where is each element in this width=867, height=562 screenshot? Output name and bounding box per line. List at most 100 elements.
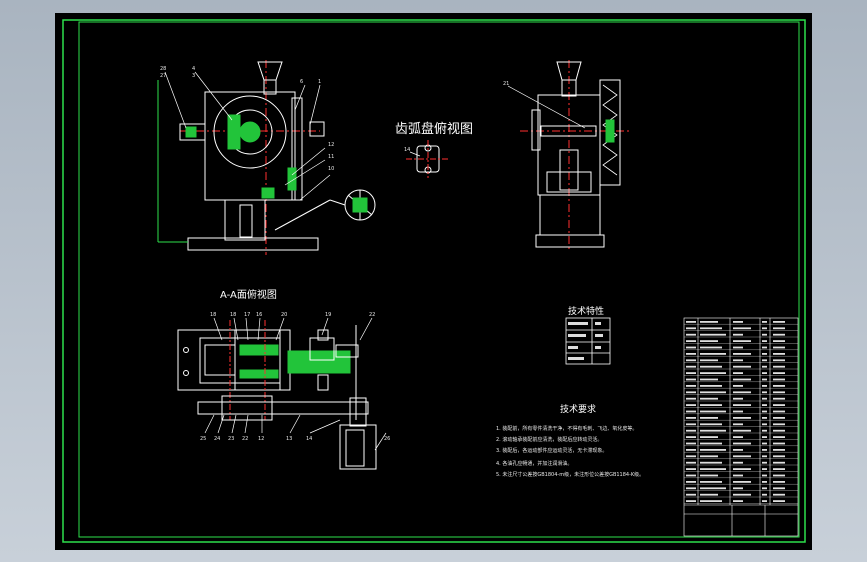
parts-row-scribble bbox=[733, 346, 743, 349]
parts-row-scribble bbox=[773, 436, 785, 438]
front-leaders bbox=[164, 71, 331, 201]
parts-row-scribble bbox=[733, 333, 743, 336]
parts-row-scribble bbox=[773, 474, 785, 477]
parts-row-scribble bbox=[773, 378, 785, 381]
parts-row-scribble bbox=[762, 461, 767, 464]
parts-row-scribble bbox=[733, 423, 743, 426]
parts-row-scribble bbox=[773, 461, 785, 464]
parts-row-scribble bbox=[686, 468, 696, 470]
parts-row-scribble bbox=[700, 404, 722, 406]
parts-row-scribble bbox=[700, 417, 718, 419]
parts-row-scribble bbox=[733, 397, 743, 400]
requirements-list: 1. 装配前，所有零件清洗干净，不得有毛刺、飞边、氧化皮等。 2. 滚动轴承装配… bbox=[496, 425, 644, 478]
parts-row-scribble bbox=[733, 449, 743, 451]
svg-text:18: 18 bbox=[210, 312, 216, 318]
parts-row-scribble bbox=[686, 391, 696, 394]
section-view bbox=[177, 320, 377, 470]
parts-row-scribble bbox=[773, 481, 785, 483]
parts-row-scribble bbox=[762, 378, 767, 381]
parts-row-scribble bbox=[773, 359, 785, 362]
parts-row-scribble bbox=[733, 340, 751, 342]
svg-text:25: 25 bbox=[200, 436, 206, 442]
svg-text:22: 22 bbox=[242, 436, 248, 442]
parts-row-scribble bbox=[686, 353, 696, 355]
parts-row-scribble bbox=[762, 365, 767, 368]
parts-row-scribble bbox=[700, 391, 726, 394]
gear-disk-top-view bbox=[406, 140, 450, 178]
parts-row-scribble bbox=[733, 474, 743, 477]
requirement-item: 2. 滚动轴承装配前应清洗，装配后应转动灵活。 bbox=[496, 436, 602, 443]
parts-row-scribble bbox=[733, 391, 751, 394]
parts-row-scribble bbox=[773, 397, 785, 400]
parts-row-scribble bbox=[762, 429, 767, 432]
parts-row-scribble bbox=[700, 449, 726, 451]
parts-row-scribble bbox=[733, 321, 743, 323]
parts-row-scribble bbox=[686, 481, 696, 483]
parts-row-scribble bbox=[762, 417, 767, 419]
parts-row-scribble bbox=[686, 333, 696, 336]
parts-row-scribble bbox=[733, 372, 743, 374]
parts-row-scribble bbox=[733, 378, 751, 381]
parts-row-scribble bbox=[762, 436, 767, 438]
svg-text:11: 11 bbox=[328, 154, 334, 160]
parts-row-scribble bbox=[686, 429, 696, 432]
parts-row-scribble bbox=[686, 410, 696, 413]
parts-row-scribble bbox=[773, 417, 785, 419]
parts-row-scribble bbox=[733, 359, 743, 362]
parts-row-scribble bbox=[700, 474, 718, 477]
parts-row-scribble bbox=[700, 442, 722, 445]
parts-row-scribble bbox=[733, 353, 751, 355]
parts-row-scribble bbox=[762, 442, 767, 445]
svg-text:14: 14 bbox=[404, 147, 410, 153]
parts-row-scribble bbox=[762, 340, 767, 342]
specs-title: 技术特性 bbox=[568, 305, 604, 317]
svg-text:6: 6 bbox=[300, 79, 303, 85]
parts-row-scribble bbox=[700, 500, 722, 502]
parts-row-scribble bbox=[733, 493, 751, 496]
svg-text:14: 14 bbox=[306, 436, 312, 442]
parts-row-scribble bbox=[773, 423, 785, 426]
outer-frame bbox=[62, 19, 806, 543]
svg-text:10: 10 bbox=[328, 166, 334, 172]
parts-row-scribble bbox=[686, 397, 696, 400]
parts-row-scribble bbox=[700, 436, 718, 438]
parts-row-scribble bbox=[700, 423, 722, 426]
parts-row-scribble bbox=[686, 385, 696, 387]
parts-row-scribble bbox=[773, 353, 785, 355]
parts-row-scribble bbox=[733, 500, 743, 502]
front-view bbox=[157, 60, 376, 255]
parts-row-scribble bbox=[686, 372, 696, 374]
parts-row-scribble bbox=[700, 397, 718, 400]
parts-row-scribble bbox=[762, 468, 767, 470]
svg-text:19: 19 bbox=[325, 312, 331, 318]
parts-row-scribble bbox=[700, 378, 718, 381]
parts-row-scribble bbox=[700, 429, 726, 432]
top-view-title: 齿弧盘俯视图 bbox=[395, 121, 473, 137]
parts-row-scribble bbox=[686, 346, 696, 349]
parts-row-scribble bbox=[700, 359, 718, 362]
parts-row-scribble bbox=[686, 455, 696, 458]
parts-row-scribble bbox=[686, 423, 696, 426]
parts-row-scribble bbox=[773, 429, 785, 432]
parts-row-scribble bbox=[700, 353, 726, 355]
parts-row-scribble bbox=[733, 436, 743, 438]
parts-row-scribble bbox=[762, 359, 767, 362]
parts-row-scribble bbox=[762, 404, 767, 406]
parts-row-scribble bbox=[762, 474, 767, 477]
parts-row-scribble bbox=[733, 481, 751, 483]
parts-row-scribble bbox=[773, 327, 785, 330]
svg-text:21: 21 bbox=[503, 81, 509, 87]
parts-row-scribble bbox=[762, 455, 767, 458]
svg-text:17: 17 bbox=[244, 312, 250, 318]
requirement-item: 1. 装配前，所有零件清洗干净，不得有毛刺、飞边、氧化皮等。 bbox=[496, 425, 637, 432]
parts-list-table bbox=[683, 317, 799, 537]
parts-row-scribble bbox=[733, 442, 751, 445]
parts-row-scribble bbox=[700, 455, 718, 458]
parts-row-scribble bbox=[700, 333, 726, 336]
parts-row-scribble bbox=[762, 397, 767, 400]
requirement-item: 3. 装配后，各运动部件应运动灵活，无卡滞现象。 bbox=[496, 447, 607, 454]
parts-row-scribble bbox=[700, 346, 722, 349]
parts-row-scribble bbox=[773, 449, 785, 451]
